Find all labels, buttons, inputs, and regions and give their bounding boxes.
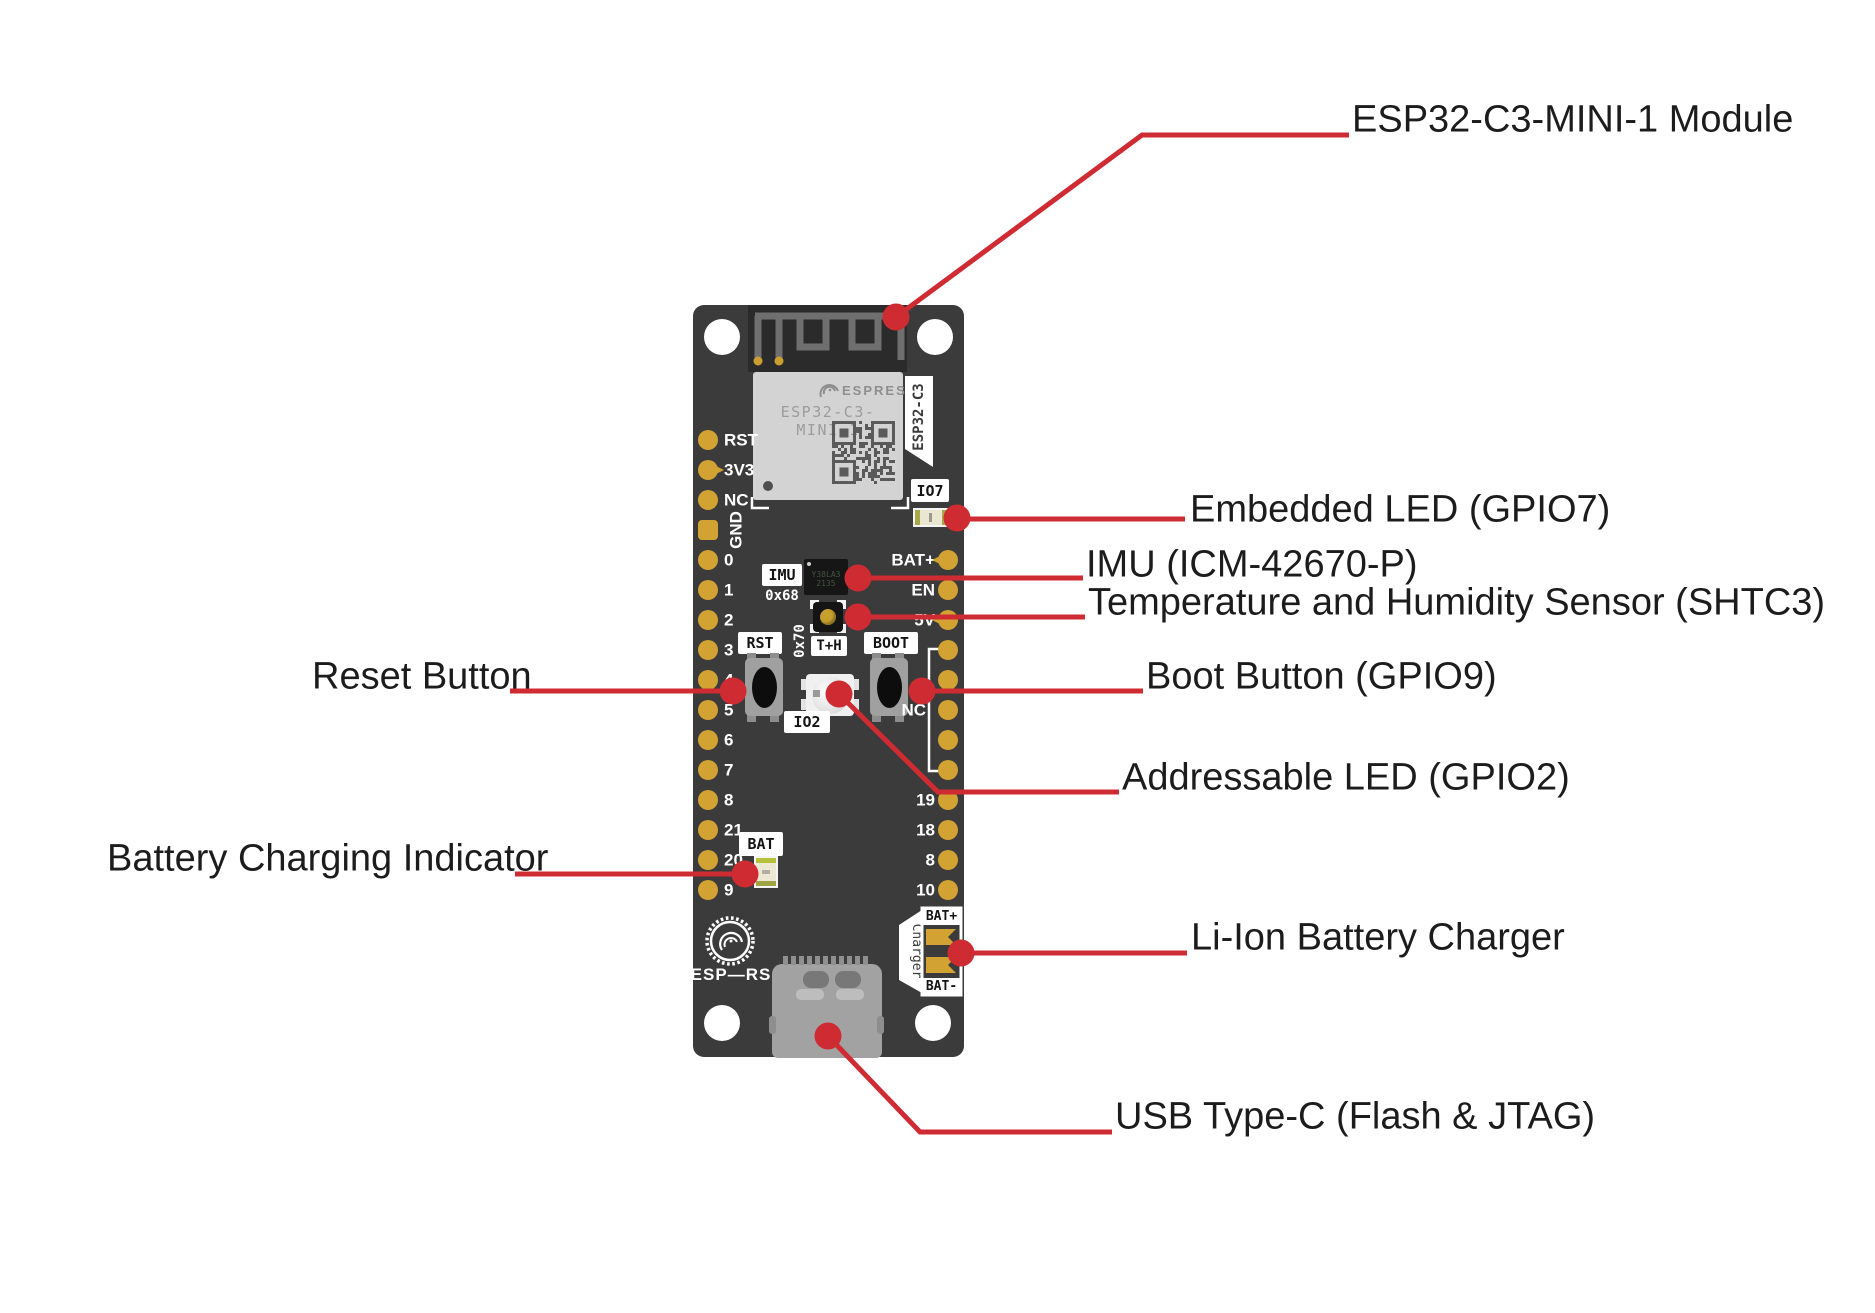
io2-tab: [801, 699, 807, 710]
io2-tab: [801, 679, 807, 690]
pin-label: GND: [726, 511, 746, 549]
annotation-reset-label: Reset Button: [312, 655, 532, 698]
pin-label: 7: [724, 760, 734, 780]
antenna-zone: [748, 305, 907, 372]
led-end: [756, 858, 776, 863]
usb-c-notch-left: [769, 1016, 776, 1034]
pin-label: NC: [901, 700, 926, 720]
bat-silk-label: BAT: [739, 832, 783, 856]
charger-batplus-label: BAT+: [922, 908, 961, 925]
led-mark: [929, 513, 932, 522]
pin-label: 0: [724, 550, 734, 570]
boot-silk-label: BOOT: [864, 632, 918, 654]
mounting-hole-top-left: [704, 319, 740, 355]
pin-label: 9: [724, 880, 734, 900]
annotation-embedded-led-label: Embedded LED (GPIO7): [1190, 488, 1611, 531]
annotation-addressable-led-label: Addressable LED (GPIO2): [1122, 756, 1570, 799]
rst-leg: [747, 653, 756, 661]
reset-button-plunger: [752, 667, 777, 708]
boot-leg: [895, 653, 904, 661]
led-end: [915, 510, 920, 525]
pin-label: 20: [724, 850, 743, 870]
pin-label: EN: [911, 580, 935, 600]
annotation-usb-label: USB Type-C (Flash & JTAG): [1115, 1095, 1596, 1138]
pin-label: 1: [724, 580, 734, 600]
pin-label: 19: [916, 790, 935, 810]
pin-label: 2: [724, 610, 734, 630]
io7-silk-label: IO7: [911, 479, 949, 502]
pin-label: 3: [724, 640, 734, 660]
pin-label: 6: [724, 730, 734, 750]
boot-leg: [872, 653, 881, 661]
leader-module: [894, 132, 1349, 320]
pin-label: BAT+: [891, 550, 935, 570]
usb-c-notch-right: [877, 1016, 884, 1034]
pin-label: RST: [724, 430, 758, 450]
pin-label: 3V3: [724, 460, 755, 480]
usb-c-slot-left: [796, 989, 824, 1000]
battery-charge-led: [754, 856, 778, 888]
led-end: [942, 510, 947, 525]
annotation-temp-sensor-label: Temperature and Humidity Sensor (SHTC3): [1088, 581, 1826, 624]
pin-label: 10: [916, 880, 935, 900]
pin-label: 8: [925, 850, 935, 870]
pin-label: NC: [724, 490, 749, 510]
io2-tab: [853, 679, 859, 690]
usb-c-pad-right: [835, 971, 861, 988]
rst-leg: [770, 714, 779, 722]
mounting-hole-bottom-right: [915, 1005, 951, 1041]
embedded-led: [913, 508, 949, 527]
imu-addr-text: 0x68: [765, 588, 799, 604]
rst-silk-label: RST: [738, 632, 782, 654]
esp-rs-logo-text: ESP—RS: [690, 965, 772, 984]
annotation-charger-label: Li-Ion Battery Charger: [1191, 916, 1565, 959]
rst-leg: [770, 653, 779, 661]
usb-c-slot-right: [836, 989, 864, 1000]
imu-chip: [804, 559, 848, 595]
addressable-led-die: [813, 690, 820, 697]
pin-label: 21: [724, 820, 743, 840]
mounting-hole-top-right: [917, 319, 953, 355]
pin-label: 5V: [914, 610, 935, 630]
module-brand-text: ESPRESSIF: [842, 383, 933, 398]
pin-label: 18: [916, 820, 935, 840]
th-sensor-window: [820, 609, 836, 625]
annotation-imu-label: IMU (ICM-42670-P): [1086, 543, 1418, 586]
pin-label: 4: [724, 670, 734, 690]
charger-batminus-label: BAT-: [922, 978, 961, 995]
module-part-text: ESP32-C3-MINI-1: [780, 403, 876, 439]
imu-silk-label: IMU: [762, 564, 802, 586]
pin-label: 5: [724, 700, 734, 720]
io2-silk-label: IO2: [784, 711, 830, 733]
mounting-hole-bottom-left: [704, 1005, 740, 1041]
led-end: [756, 881, 776, 886]
usb-c-pad-left: [803, 971, 829, 988]
th-silk-label: T+H: [811, 636, 847, 656]
imu-chip-pin1-dot: [807, 562, 811, 566]
annotation-boot-label: Boot Button (GPIO9): [1146, 655, 1497, 698]
pin-label: 8: [724, 790, 734, 810]
th-addr-text: 0x70: [792, 624, 808, 658]
annotation-module-label: ESP32-C3-MINI-1 Module: [1352, 98, 1794, 141]
led-mark: [762, 870, 770, 874]
rst-leg: [747, 714, 756, 722]
annotation-battery-label: Battery Charging Indicator: [107, 837, 549, 880]
